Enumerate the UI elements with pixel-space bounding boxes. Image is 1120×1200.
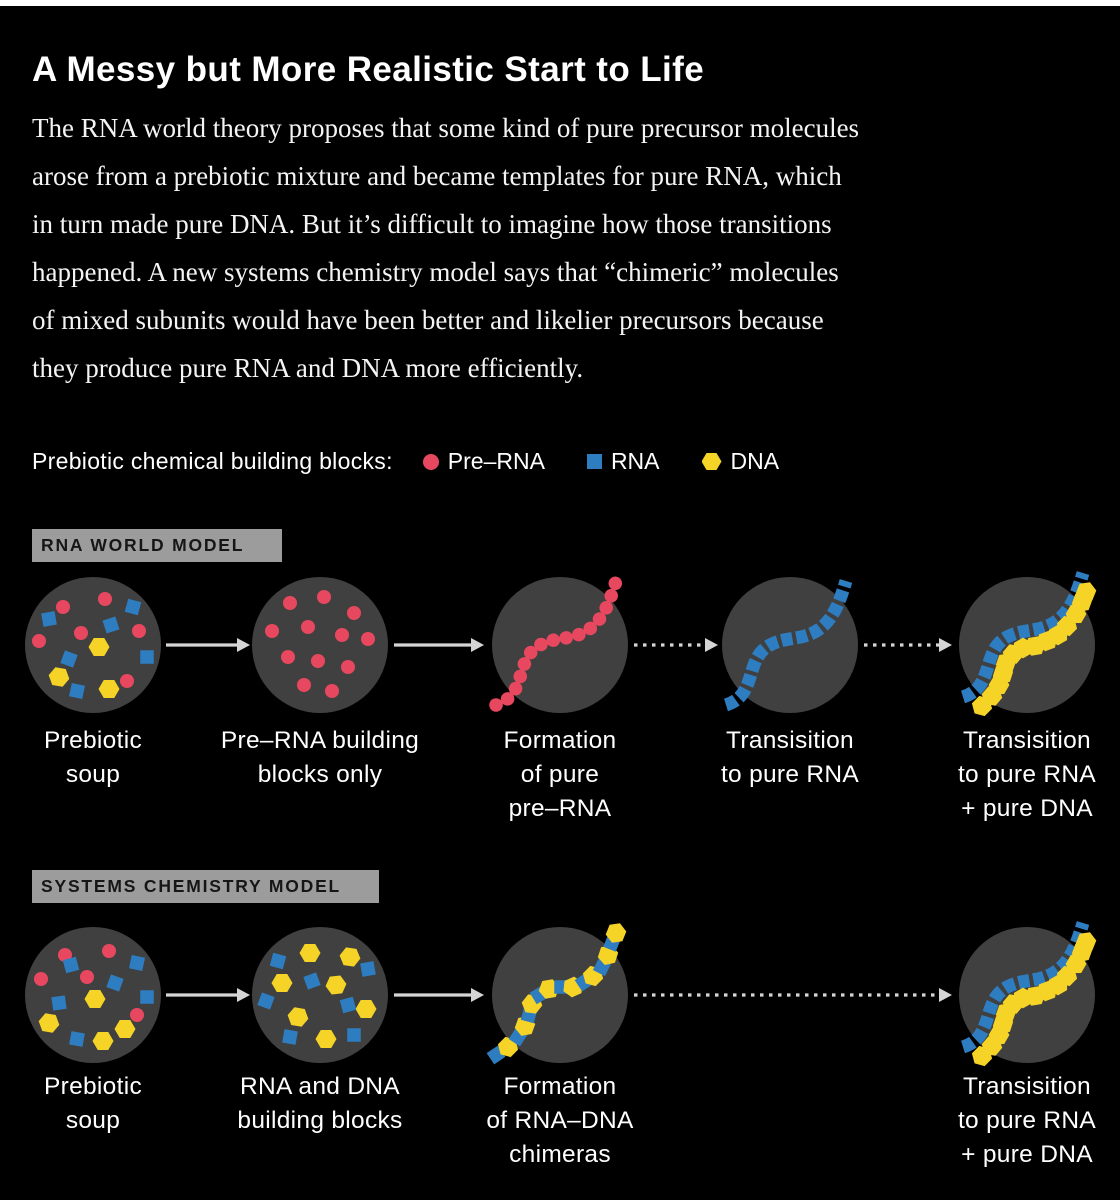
figure-pure-rna <box>705 560 858 713</box>
step-caption: RNA and DNA building blocks <box>237 1073 403 1134</box>
figure-prebiotic-soup-1 <box>25 577 161 713</box>
figure-rna-dna-blocks <box>252 927 388 1063</box>
figure-rna-plus-dna-2 <box>942 910 1099 1070</box>
legend-item-label: Pre–RNA <box>447 448 545 474</box>
legend-item-pre-rna: Pre–RNA <box>422 448 545 475</box>
arrow-dotted-2 <box>864 638 952 652</box>
figure-pre-rna-blocks <box>252 577 388 713</box>
step-caption: Transisition to pure RNA + pure DNA <box>957 727 1097 822</box>
step-caption: Pre–RNA building blocks only <box>220 727 420 788</box>
step-caption: Transisition to pure RNA + pure DNA <box>957 1073 1097 1168</box>
figure-prebiotic-soup-2 <box>25 927 161 1063</box>
arrow-solid-1 <box>166 638 250 652</box>
legend-label: Prebiotic chemical building blocks: <box>32 448 393 474</box>
legend-item-rna: RNA <box>586 448 660 475</box>
dna-hexagon-icon <box>701 453 722 470</box>
arrow-dotted-1 <box>634 638 718 652</box>
arrow-solid-3 <box>166 988 250 1002</box>
arrow-solid-4 <box>394 988 484 1002</box>
figure-pure-pre-rna <box>475 560 628 713</box>
step-caption: Prebiotic soup <box>43 1073 143 1134</box>
section-label-rna-world: RNA WORLD MODEL <box>32 529 283 562</box>
arrow-dotted-long <box>634 988 952 1002</box>
figure-rna-plus-dna-1 <box>942 560 1099 720</box>
step-caption: Formation of RNA–DNA chimeras <box>486 1073 634 1168</box>
legend-item-dna: DNA <box>701 448 780 475</box>
step-caption: Prebiotic soup <box>43 727 143 788</box>
intro-paragraph: The RNA world theory proposes that some … <box>32 113 860 383</box>
legend-item-label: RNA <box>610 448 660 474</box>
legend: Prebiotic chemical building blocks: Pre–… <box>32 448 821 475</box>
figure-chimera-chain <box>486 919 629 1065</box>
pre-rna-circle-icon <box>422 453 439 470</box>
step-caption: Formation of pure pre–RNA <box>503 727 617 822</box>
section-label-systems-chemistry: SYSTEMS CHEMISTRY MODEL <box>32 870 380 903</box>
rna-square-icon <box>586 454 602 469</box>
step-caption: Transisition to pure RNA <box>720 727 860 788</box>
page-title: A Messy but More Realistic Start to Life <box>32 50 705 89</box>
arrow-solid-2 <box>394 638 484 652</box>
legend-item-label: DNA <box>730 448 780 474</box>
top-border <box>0 0 1120 6</box>
